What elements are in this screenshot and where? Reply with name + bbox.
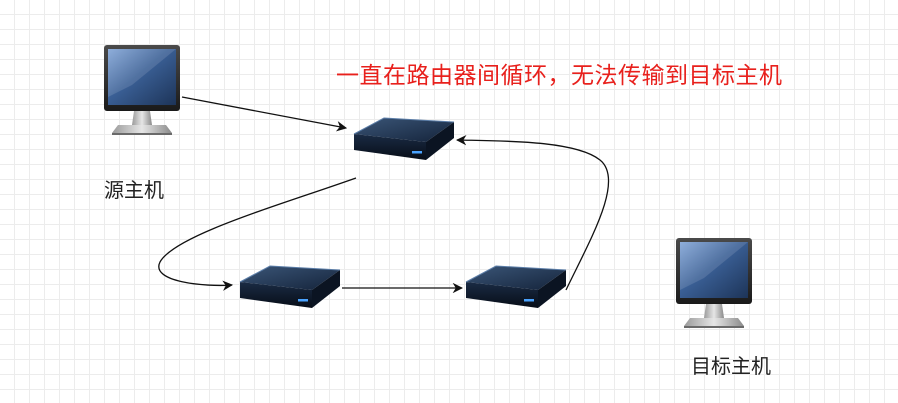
router-top-icon <box>353 117 455 161</box>
loop-annotation: 一直在路由器间循环，无法传输到目标主机 <box>336 63 783 89</box>
source-host-monitor-icon <box>104 45 180 135</box>
router-right-icon <box>465 265 567 309</box>
edge-router-right-to-router-top <box>455 135 610 291</box>
target-host-monitor-icon <box>676 238 752 328</box>
edge-source-to-router-top <box>181 96 348 132</box>
router-left-icon <box>239 265 341 309</box>
target-host-label: 目标主机 <box>691 354 771 378</box>
source-host-label: 源主机 <box>104 178 164 202</box>
edge-router-top-to-router-left <box>158 177 357 291</box>
